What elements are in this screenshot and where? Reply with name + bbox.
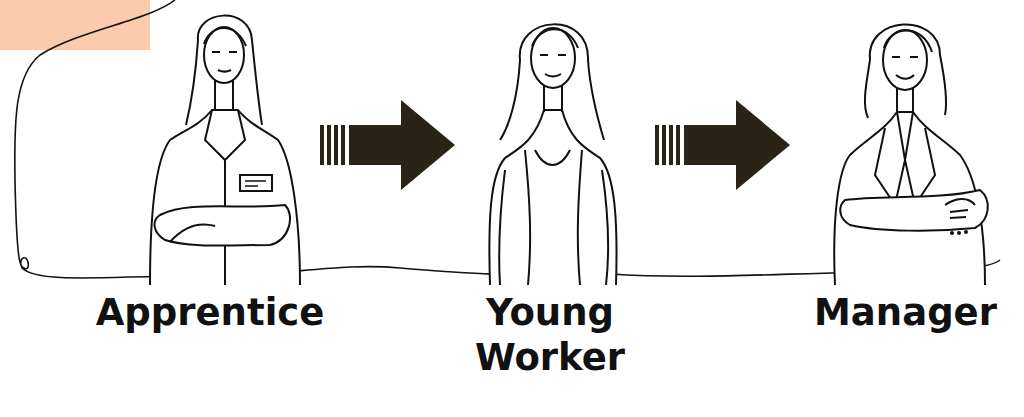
jacket-outline xyxy=(150,110,300,285)
cuff-button xyxy=(950,231,954,235)
crossed-arms xyxy=(155,205,290,246)
neck-outline xyxy=(215,80,233,110)
progress-arrow xyxy=(320,100,455,190)
hair-fringe xyxy=(204,28,246,46)
cuff-button xyxy=(957,231,961,235)
cuff-button xyxy=(964,230,968,234)
face-features xyxy=(892,57,918,79)
face-features xyxy=(540,55,566,76)
progress-arrow xyxy=(655,100,790,190)
hair-outline xyxy=(865,24,946,118)
jacket-outline xyxy=(489,110,616,285)
hair-outline xyxy=(186,16,262,125)
figure-node: Manager xyxy=(790,10,1005,280)
name-badge xyxy=(240,175,272,191)
hair-fringe xyxy=(532,29,578,48)
stage-label: Manager xyxy=(756,290,1024,335)
lapel-lines xyxy=(525,150,582,285)
lapel-lines xyxy=(875,112,935,205)
hair-fringe xyxy=(884,31,932,53)
hand-outline xyxy=(945,199,975,218)
accent-block xyxy=(0,0,150,50)
stage-label: Young Worker xyxy=(445,290,655,380)
arm-lines xyxy=(499,170,608,285)
figure-node: Young Worker xyxy=(455,10,655,280)
hand-outline xyxy=(170,224,215,242)
stage-label: Apprentice xyxy=(60,290,360,335)
badge-lines xyxy=(245,181,266,186)
face-features xyxy=(212,52,237,72)
crossed-arms xyxy=(840,190,988,231)
figure-node: Apprentice xyxy=(130,10,320,280)
collar-outline xyxy=(205,110,245,285)
